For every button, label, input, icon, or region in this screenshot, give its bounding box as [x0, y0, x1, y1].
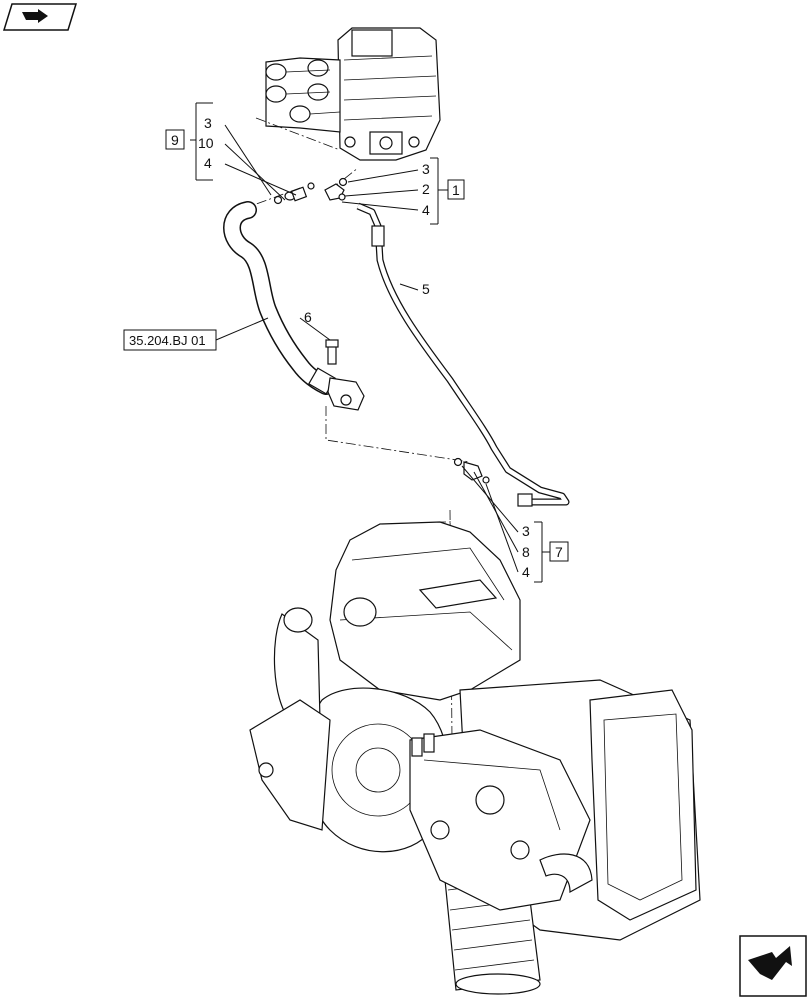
- callout-10: 10: [198, 135, 214, 151]
- kit-box-7: [549, 541, 569, 562]
- callout-4: 4: [204, 155, 212, 171]
- alignment-line: [239, 117, 471, 741]
- kit-label-9: 9: [171, 132, 179, 148]
- fitting-lower: [453, 457, 490, 484]
- fitting-right: [324, 177, 348, 201]
- callout-8: 8: [522, 544, 530, 560]
- callout-4: 4: [422, 202, 430, 218]
- kit-label-7: 7: [555, 544, 563, 560]
- reference-label[interactable]: 35.204.BJ 01: [129, 333, 206, 348]
- kit-label-1: 1: [452, 182, 460, 198]
- control-valve-block: [265, 27, 441, 161]
- transmission-housing: [249, 521, 701, 941]
- next-page-icon[interactable]: [739, 935, 807, 997]
- valve-body-lower: [409, 729, 593, 911]
- hose-assembly: [223, 201, 365, 411]
- fitting-left: [273, 182, 315, 205]
- back-arrow-icon[interactable]: [2, 3, 78, 31]
- bolt: [325, 339, 339, 365]
- callout-4: 4: [522, 564, 530, 580]
- callout-6: 6: [304, 309, 312, 325]
- reference-box[interactable]: [123, 329, 217, 351]
- kit-box-1: [447, 179, 465, 200]
- callout-3: 3: [522, 523, 530, 539]
- callout-2: 2: [422, 181, 430, 197]
- pipe: [356, 202, 570, 507]
- callout-5: 5: [422, 281, 430, 297]
- leader-lines: [190, 102, 550, 583]
- kit-box-9: [165, 129, 185, 150]
- callout-3: 3: [422, 161, 430, 177]
- callout-3: 3: [204, 115, 212, 131]
